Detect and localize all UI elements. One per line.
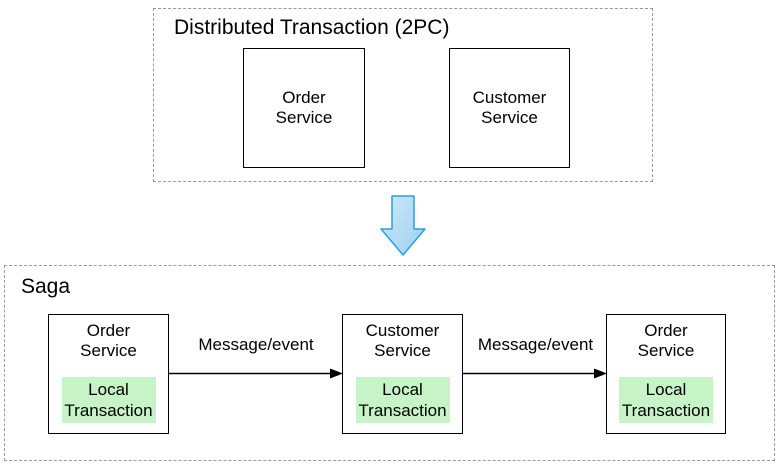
edge-message-event-label: Message/event: [477, 335, 594, 354]
arrow-right-icon: [168, 368, 343, 379]
group-2pc: Distributed Transaction (2PC): [153, 8, 653, 182]
local-transaction-box: Local Transaction: [619, 377, 713, 423]
node-saga-customer-service: Customer Service Local Transaction: [342, 314, 463, 434]
local-transaction-box: Local Transaction: [61, 377, 156, 423]
group-saga-title: Saga: [21, 275, 71, 298]
node-2pc-customer-service: Customer Service: [449, 48, 570, 168]
group-2pc-title: Distributed Transaction (2PC): [174, 16, 450, 39]
node-label: Customer Service: [472, 88, 547, 127]
down-arrow-icon: [380, 195, 426, 256]
node-2pc-order-service: Order Service: [243, 48, 365, 168]
node-label: Customer Service: [365, 321, 440, 360]
node-label: Order Service: [275, 88, 333, 127]
node-label: Order Service: [637, 321, 695, 360]
node-saga-order-service-2: Order Service Local Transaction: [606, 314, 726, 434]
node-saga-order-service-1: Order Service Local Transaction: [48, 314, 169, 434]
arrow-right-icon: [463, 368, 607, 379]
local-transaction-box: Local Transaction: [355, 377, 450, 423]
edge-message-event-label: Message/event: [198, 335, 314, 354]
node-label: Order Service: [80, 321, 137, 360]
